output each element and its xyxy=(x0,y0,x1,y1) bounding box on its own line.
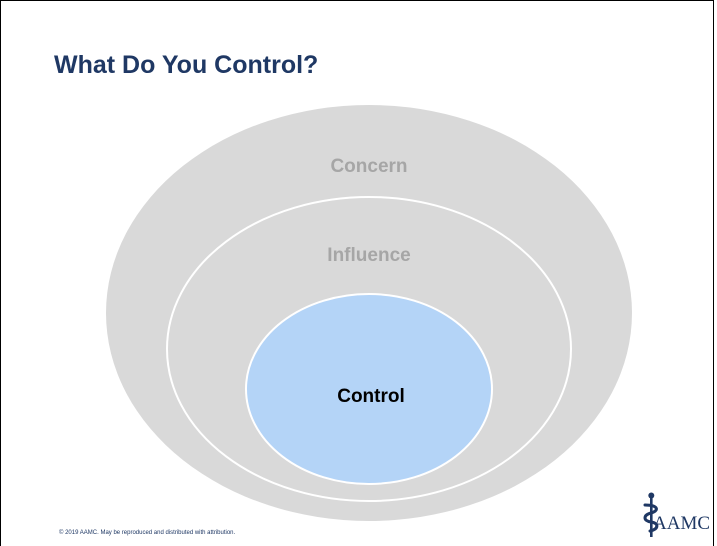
ring-label-control: Control xyxy=(337,386,405,407)
logo-wordmark: AAMC xyxy=(653,513,711,534)
copyright-footer: © 2019 AAMC. May be reproduced and distr… xyxy=(59,530,236,536)
staff-of-asclepius-icon xyxy=(643,492,659,537)
slide-title: What Do You Control? xyxy=(54,51,319,79)
ring-label-concern: Concern xyxy=(330,156,407,177)
aamc-logo: AAMC xyxy=(641,489,713,545)
ring-label-influence: Influence xyxy=(327,245,410,266)
ring-control xyxy=(245,293,493,485)
